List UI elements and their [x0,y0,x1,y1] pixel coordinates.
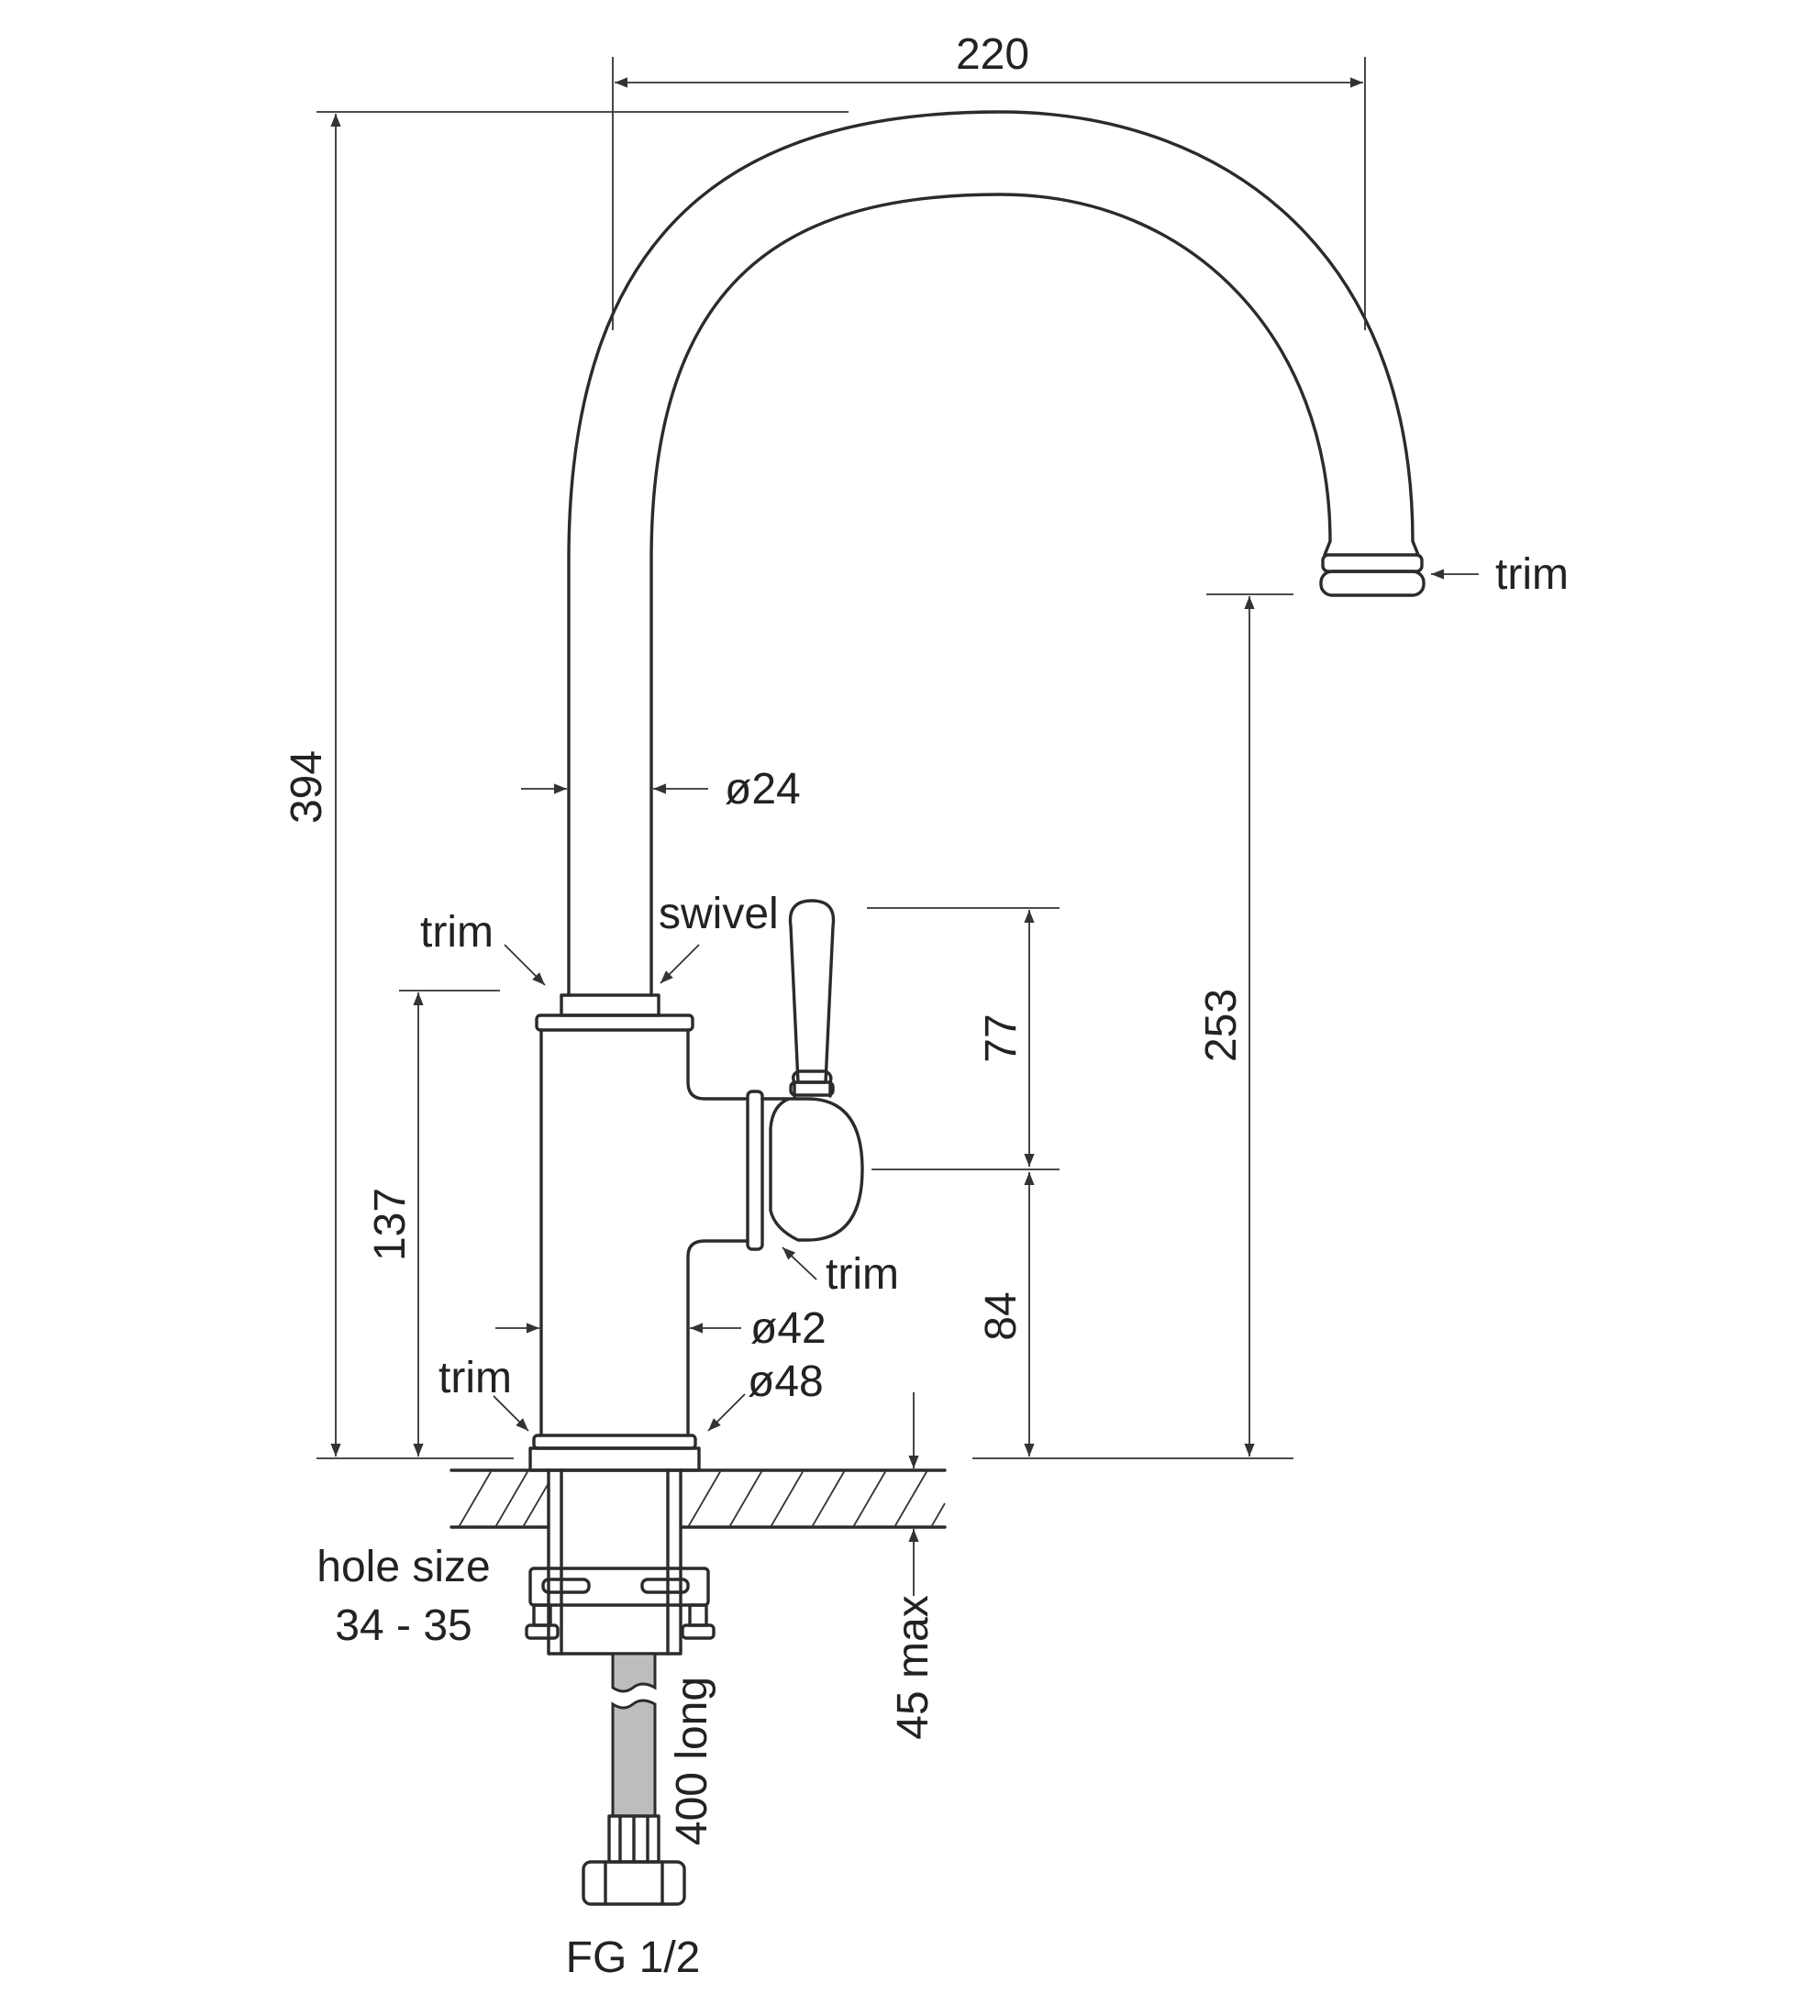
dim-body-height: 137 [366,1188,415,1261]
label-connector: FG 1/2 [566,1933,701,1982]
swivel-collar [560,993,660,1017]
worktop-hatching [458,1469,946,1528]
label-trim-spout-base: trim [420,908,494,957]
lever-hub-ring [746,1090,764,1251]
lever-grip [788,899,836,1084]
label-swivel: swivel [659,890,779,938]
faucet-body [539,1028,749,1437]
mounting-bracket [528,1567,710,1607]
dimension-lines [316,57,1479,1596]
bracket-slot-right [640,1578,690,1594]
hose-nut [582,1860,686,1906]
leader-trim-spout-base [504,944,546,986]
label-hole-size-line1: hole size [316,1543,490,1591]
mounting-screw-left-head [525,1623,560,1640]
spout-tip-outlet [1319,570,1426,597]
leader-swivel [660,944,700,984]
spout-tip-trim-ring [1321,553,1424,573]
hose-lower [611,1699,657,1818]
dim-lever-height: 77 [977,1014,1026,1062]
mounting-shank [547,1468,682,1656]
spout-outer-line [567,110,1415,997]
faucet-outline [535,110,1426,1437]
spout-tip [1323,539,1420,557]
leader-base-diameter [707,1393,746,1432]
body-top-trim [535,1014,694,1032]
flexible-hose [582,1652,686,1906]
dim-lever-axis-height: 84 [977,1291,1026,1340]
label-trim-spout-tip: trim [1495,550,1569,599]
leader-trim-lever [782,1246,817,1280]
dim-body-diameter: ø42 [750,1304,827,1353]
dim-max-mount-thickness: 45 max [889,1595,938,1739]
lever-hub [760,1097,864,1242]
mounting-screw-right [688,1603,708,1627]
worktop-section [449,1468,947,1529]
dim-spout-diameter: ø24 [725,765,801,814]
spout-inner-line [649,193,1332,997]
mounting-assembly [525,1468,716,1656]
dim-spout-height: 253 [1197,989,1246,1062]
bracket-slot-left [541,1578,591,1594]
hose-upper [611,1652,657,1693]
dim-overall-height: 394 [283,750,331,824]
leader-trim-base [493,1395,529,1432]
base-plate [528,1446,701,1472]
label-trim-base: trim [438,1354,512,1402]
dim-hose-length: 400 long [668,1677,716,1845]
dim-base-diameter: ø48 [748,1357,824,1406]
lever-handle-collar [789,1080,835,1097]
label-trim-lever: trim [826,1250,899,1299]
lever-handle [791,1069,833,1098]
base-trim [532,1434,697,1450]
label-hole-size-line2: 34 - 35 [335,1601,472,1650]
mounting-screw-right-head [681,1623,716,1640]
dim-spout-reach: 220 [956,30,1029,79]
